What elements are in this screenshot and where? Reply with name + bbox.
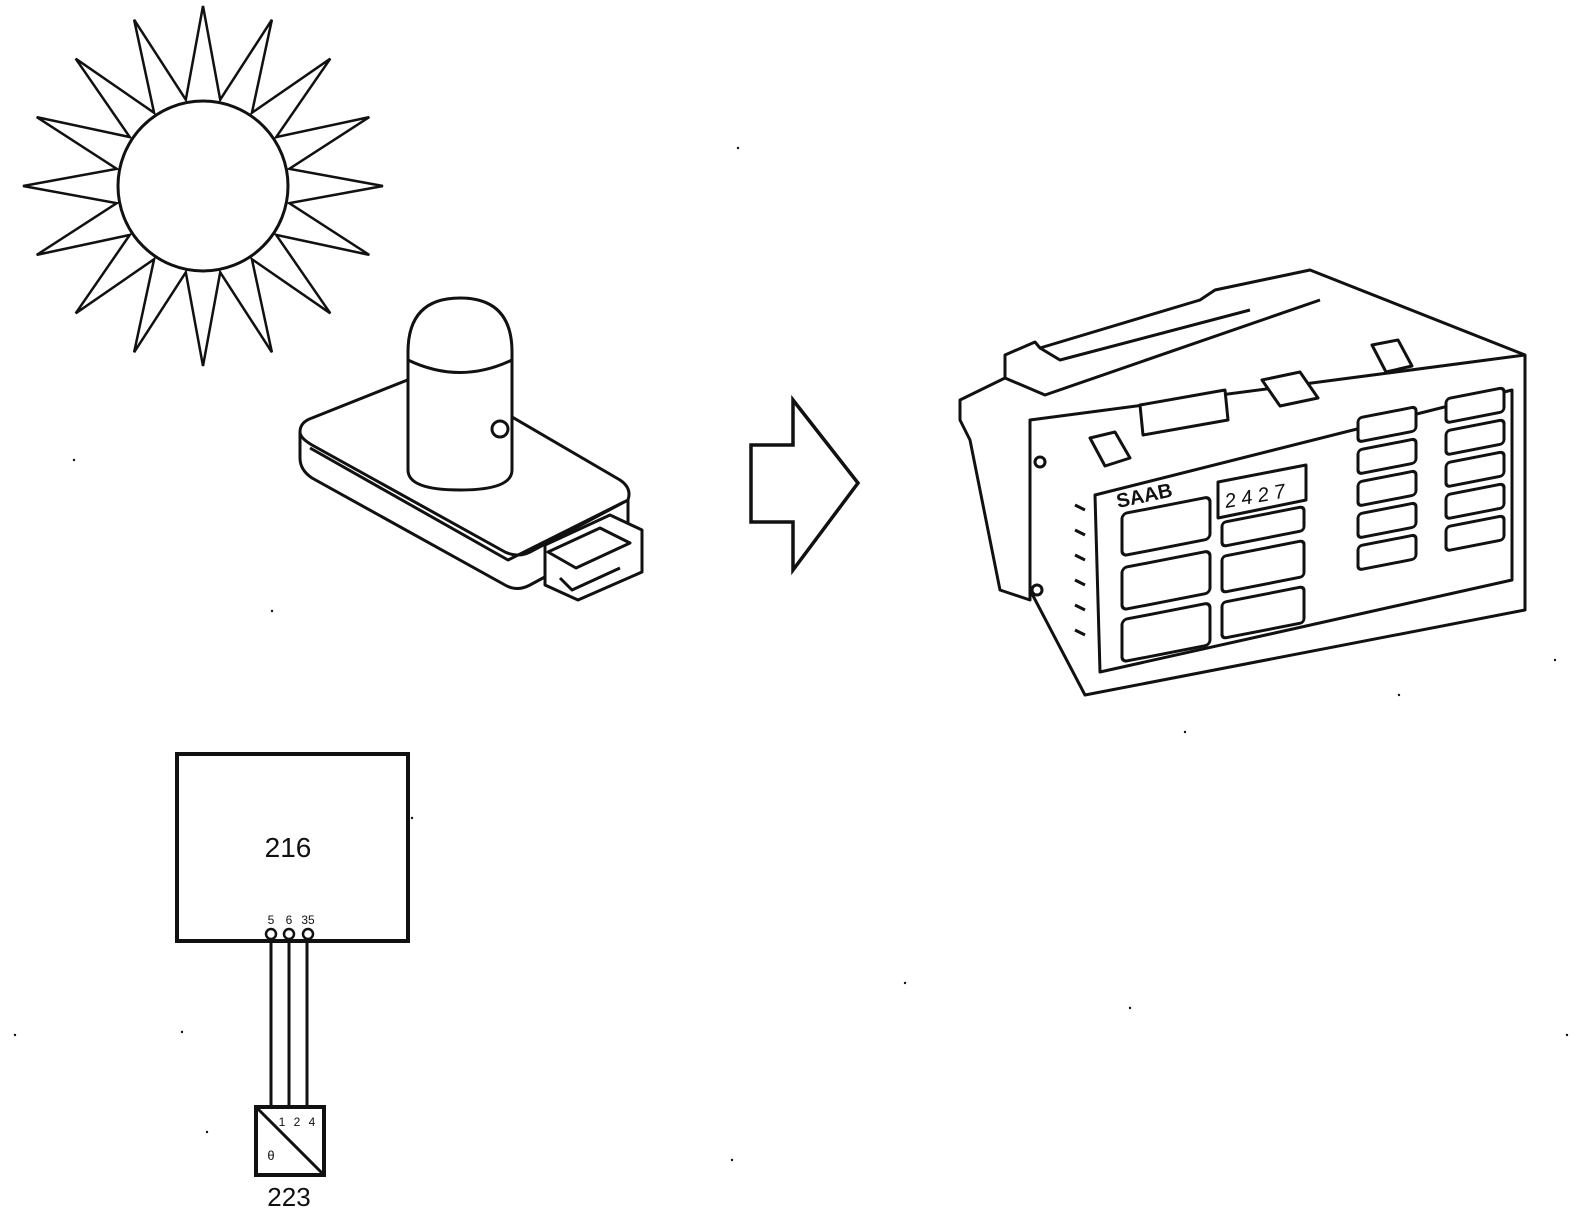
panel-button	[1444, 418, 1506, 456]
sensor-screw	[490, 419, 510, 439]
panel-button	[1444, 386, 1506, 424]
pin-terminal	[264, 927, 278, 941]
wiring-schematic: 216 5 6 35 1 2 4 θ 223	[175, 752, 410, 1212]
panel-button	[1120, 496, 1212, 557]
sensor-pin-label: 1	[279, 1115, 286, 1129]
panel-button	[1444, 482, 1506, 520]
sensor-symbol-diagonal	[254, 1105, 326, 1177]
sun-disc	[116, 99, 290, 273]
panel-housing-top	[1004, 298, 1321, 397]
arrow-right-icon	[749, 394, 861, 576]
pin-label: 35	[301, 913, 315, 927]
slider-knob-right	[1370, 338, 1414, 374]
panel-top-window	[1138, 388, 1230, 437]
sun-icon	[22, 5, 384, 367]
sensor-dome-rim	[407, 358, 513, 374]
climate-control-panel: SAAB 2 4 2 7	[958, 268, 1527, 697]
panel-button	[1444, 514, 1506, 552]
panel-button	[1356, 533, 1418, 571]
panel-button	[1120, 550, 1212, 611]
panel-button-column-right	[1356, 386, 1506, 571]
slider-knob-left	[1088, 430, 1132, 468]
pin-terminal	[301, 927, 315, 941]
sunlight-sensor	[298, 296, 644, 602]
panel-screw	[1030, 583, 1044, 597]
control-module-box	[175, 752, 410, 943]
sensor-symbol-box	[254, 1105, 326, 1177]
panel-button	[1220, 539, 1306, 594]
panel-side-fins	[1074, 503, 1086, 637]
sensor-theta-symbol: θ	[267, 1148, 274, 1163]
sensor-pin-label: 4	[309, 1115, 316, 1129]
panel-button	[1356, 469, 1418, 507]
sun-rays	[22, 5, 384, 367]
panel-screw	[1033, 455, 1047, 469]
panel-button	[1444, 450, 1506, 488]
sensor-connector-face	[546, 526, 632, 570]
pin-label: 5	[268, 913, 275, 927]
panel-button	[1356, 437, 1418, 475]
panel-button	[1220, 505, 1306, 548]
sensor-base-edge	[309, 446, 625, 562]
sensor-connector-tab	[558, 566, 621, 592]
panel-display	[1216, 463, 1308, 520]
pin-terminal	[282, 927, 296, 941]
wire-harness	[269, 940, 309, 1107]
sensor-number: 223	[267, 1182, 310, 1212]
slider-knob-middle	[1260, 370, 1320, 408]
pin-label: 6	[286, 913, 293, 927]
sensor-pin-label: 2	[294, 1115, 301, 1129]
panel-button	[1356, 501, 1418, 539]
panel-button	[1120, 602, 1212, 663]
control-module-number: 216	[265, 832, 312, 863]
panel-button	[1356, 405, 1418, 443]
panel-button	[1220, 585, 1306, 640]
sensor-dome	[406, 296, 514, 492]
scan-specks	[13, 146, 1569, 1162]
